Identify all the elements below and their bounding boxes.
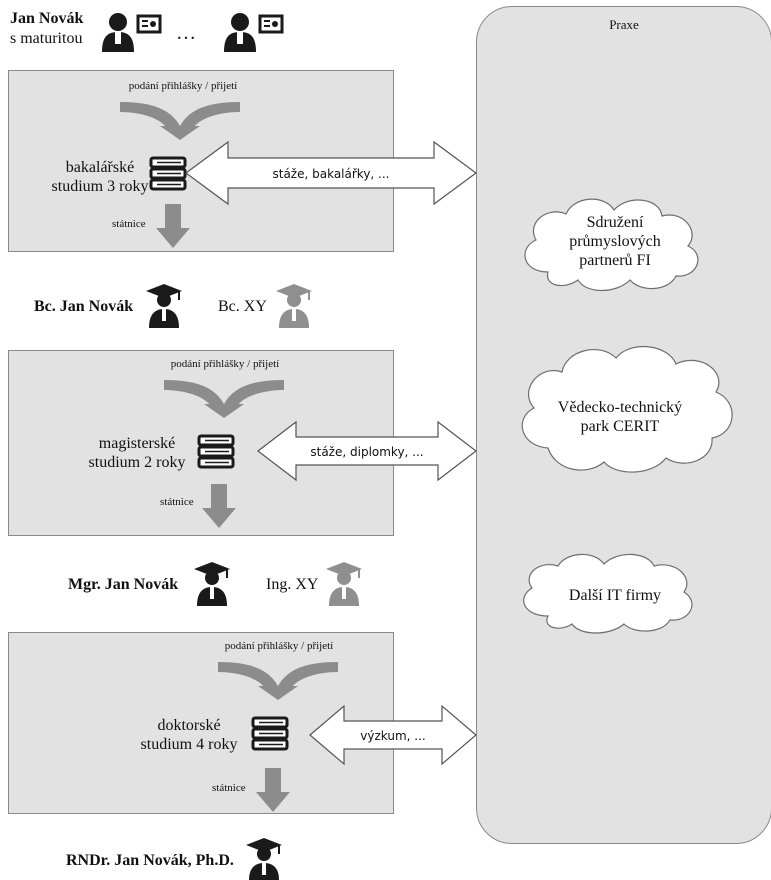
cloud-dalsi-it — [523, 553, 693, 634]
praxe-label: Praxe — [609, 17, 639, 32]
study-line: studium 2 roky — [88, 454, 186, 471]
study-line: studium 3 roky — [51, 178, 149, 195]
merge-arrow — [164, 380, 284, 418]
cloud-cerit-text: Vědecko-technický park CERIT — [530, 398, 710, 436]
study-doctoral: doktorské studium 4 roky — [124, 716, 254, 754]
exchange-label: stáže, bakalářky, ... — [272, 167, 390, 181]
cloud-sdruzeni-text: Sdružení průmyslových partnerů FI — [540, 213, 690, 270]
cloud-line: Sdružení — [586, 214, 644, 231]
exchange-label: výzkum, ... — [360, 729, 426, 743]
study-line: studium 4 roky — [140, 736, 238, 753]
cloud-line: partnerů FI — [579, 252, 651, 269]
admission-label: podání přihlášky / přijetí — [224, 640, 334, 652]
cloud-cerit — [521, 345, 733, 473]
exam-label: státnice — [160, 496, 194, 508]
graduate-name: Bc. Jan Novák — [34, 298, 134, 315]
study-line: magisterské — [98, 435, 176, 452]
cloud-dalsi-text: Další IT firmy — [540, 586, 690, 605]
merge-arrow — [120, 102, 240, 140]
header-name: Jan Novák — [10, 10, 84, 27]
student-with-certificate-icon — [102, 13, 162, 52]
cloud-line: průmyslových — [569, 233, 661, 250]
merge-arrow — [218, 662, 338, 700]
exam-label: státnice — [212, 782, 246, 794]
header-subtitle: s maturitou — [10, 30, 83, 47]
study-bachelor: bakalářské studium 3 roky — [40, 158, 160, 196]
ellipsis: … — [176, 22, 196, 44]
graduate-name: Ing. XY — [266, 576, 319, 593]
exchange-arrow-bachelor — [184, 140, 478, 206]
down-arrow — [256, 768, 290, 812]
graduate-name: Bc. XY — [218, 298, 267, 315]
exchange-label: stáže, diplomky, ... — [310, 445, 424, 459]
down-arrow — [156, 204, 190, 248]
admission-label: podání přihlášky / přijetí — [128, 80, 238, 92]
study-line: doktorské — [157, 717, 221, 734]
books-icon — [149, 156, 187, 191]
books-icon — [251, 716, 289, 751]
graduate-icon — [326, 562, 362, 606]
cloud-line: Vědecko-technický — [557, 399, 683, 416]
study-master: magisterské studium 2 roky — [72, 434, 202, 472]
student-with-certificate-icon — [224, 13, 284, 52]
admission-label: podání přihlášky / přijetí — [170, 358, 280, 370]
down-arrow — [202, 484, 236, 528]
books-icon — [197, 434, 235, 469]
graduate-icon — [246, 838, 282, 880]
graduate-icon — [146, 284, 182, 328]
exam-label: státnice — [112, 218, 146, 230]
graduate-icon — [194, 562, 230, 606]
study-line: bakalářské — [65, 159, 135, 176]
cloud-sdruzeni — [524, 198, 699, 291]
exchange-arrow-doctoral — [309, 704, 477, 766]
cloud-line: park CERIT — [580, 418, 660, 435]
graduate-name: RNDr. Jan Novák, Ph.D. — [66, 852, 234, 869]
exchange-arrow-master — [257, 420, 477, 482]
cloud-line: Další IT firmy — [568, 587, 662, 604]
graduate-name: Mgr. Jan Novák — [68, 576, 179, 593]
graduate-icon — [276, 284, 312, 328]
